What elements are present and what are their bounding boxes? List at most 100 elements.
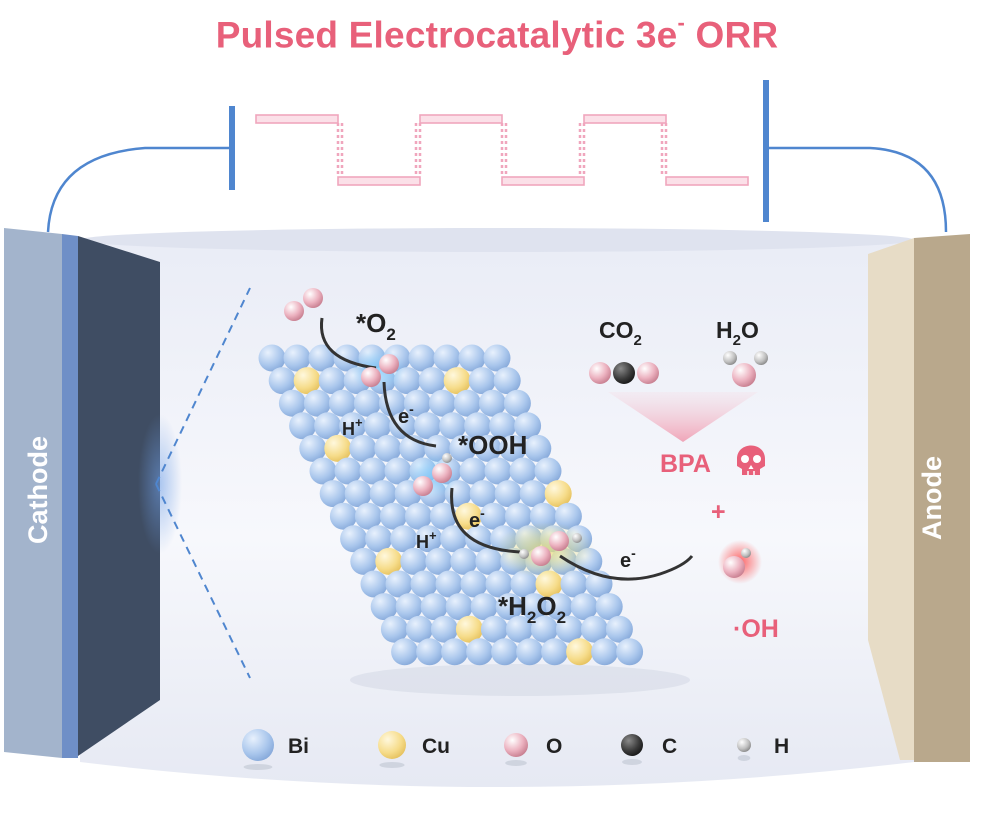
bi-atom (595, 593, 623, 621)
bi-atom (449, 434, 477, 462)
legend-shadow (737, 755, 751, 761)
cathode-plate-edge (62, 234, 78, 758)
bi-atom (420, 593, 448, 621)
label-o2: *O2 (356, 308, 396, 344)
bi-atom (329, 502, 357, 530)
bi-atom (505, 615, 533, 643)
bi-atom (365, 525, 393, 553)
cu-atom (324, 434, 352, 462)
bi-atom (283, 344, 311, 372)
o2-molecule-free (284, 288, 323, 321)
bi-atom (591, 638, 619, 666)
label-hydroxyl-radical: ·OH (733, 615, 779, 643)
bi-atom (504, 502, 532, 530)
bi-atom (390, 525, 418, 553)
bi-atom (489, 412, 517, 440)
bi-atom (360, 570, 388, 598)
bi-atom (469, 480, 497, 508)
bi-atom (458, 344, 486, 372)
label-h2o2: *H2O2 (498, 591, 566, 627)
bi-atom (475, 547, 503, 575)
cu-atom (544, 480, 572, 508)
bi-atom (354, 502, 382, 530)
legend-label-h: H (774, 735, 789, 758)
legend-swatch-cu (378, 731, 406, 759)
bi-atom (384, 457, 412, 485)
label-co2: CO2 (599, 317, 642, 349)
label-electron-3: e- (620, 545, 636, 572)
bi-atom (524, 434, 552, 462)
diagram-title: Pulsed Electrocatalytic 3e- ORR (0, 10, 994, 56)
bi-atom (414, 412, 442, 440)
bi-atom (418, 367, 446, 395)
degradation-funnel (608, 392, 758, 442)
bi-atom (555, 615, 583, 643)
bi-atom (309, 457, 337, 485)
bi-atom (278, 389, 306, 417)
label-ooh: *OOH (458, 430, 527, 460)
bi-atom (435, 570, 463, 598)
bi-atom (541, 638, 569, 666)
co2-molecule (589, 362, 659, 384)
bi-atom (466, 638, 494, 666)
cu-atom (443, 367, 471, 395)
bi-atom (510, 570, 538, 598)
bi-atom (480, 615, 508, 643)
bi-atom (439, 412, 467, 440)
bi-atom (616, 638, 644, 666)
bi-atom (349, 434, 377, 462)
bi-atom (303, 389, 331, 417)
legend-shadow (505, 760, 527, 766)
legend-label-o: O (546, 735, 562, 758)
bi-atom (503, 389, 531, 417)
cu-atom (455, 615, 483, 643)
label-h2o: H2O (716, 317, 759, 349)
bi-atom (470, 593, 498, 621)
bi-atom (453, 389, 481, 417)
bi-atom (479, 502, 507, 530)
anode-plate-face (868, 238, 914, 760)
bi-atom (605, 615, 633, 643)
label-electron-2: e- (469, 505, 485, 532)
anode-label: Anode (917, 456, 947, 540)
legend-shadow (243, 764, 273, 770)
bi-atom (534, 457, 562, 485)
legend-swatch-h (737, 738, 751, 752)
bi-atom (429, 502, 457, 530)
pathway-o2 (319, 317, 377, 370)
bi-atom (484, 457, 512, 485)
bi-atom (545, 593, 573, 621)
bi-atom (459, 457, 487, 485)
bi-atom (440, 525, 468, 553)
anode-wire (766, 146, 948, 233)
bi-atom (339, 412, 367, 440)
bi-atom (530, 615, 558, 643)
label-plus: + (711, 498, 726, 526)
bi-atom (350, 547, 378, 575)
bi-atom (520, 593, 548, 621)
legend-label-cu: Cu (422, 735, 450, 758)
anode-plate-front (914, 234, 970, 762)
pulse-waveform (255, 114, 749, 186)
bi-atom (359, 457, 387, 485)
title-superscript: - (677, 10, 685, 35)
bi-atom (308, 344, 336, 372)
bi-atom (314, 412, 342, 440)
bi-atom (258, 344, 286, 372)
bi-atom (404, 502, 432, 530)
bi-atom (405, 615, 433, 643)
cathode-glow (138, 414, 182, 554)
cathode-plate-front (4, 228, 62, 758)
title-tail: ORR (684, 14, 779, 56)
bi-atom (319, 480, 347, 508)
bi-atom (415, 525, 443, 553)
bi-atom (328, 389, 356, 417)
label-electron-1: e- (398, 401, 414, 428)
legend-shadow (379, 762, 405, 768)
cu-atom (293, 367, 321, 395)
cathode-label: Cathode (23, 436, 53, 544)
bi-atom (430, 615, 458, 643)
bi-atom (516, 638, 544, 666)
bi-atom (494, 480, 522, 508)
